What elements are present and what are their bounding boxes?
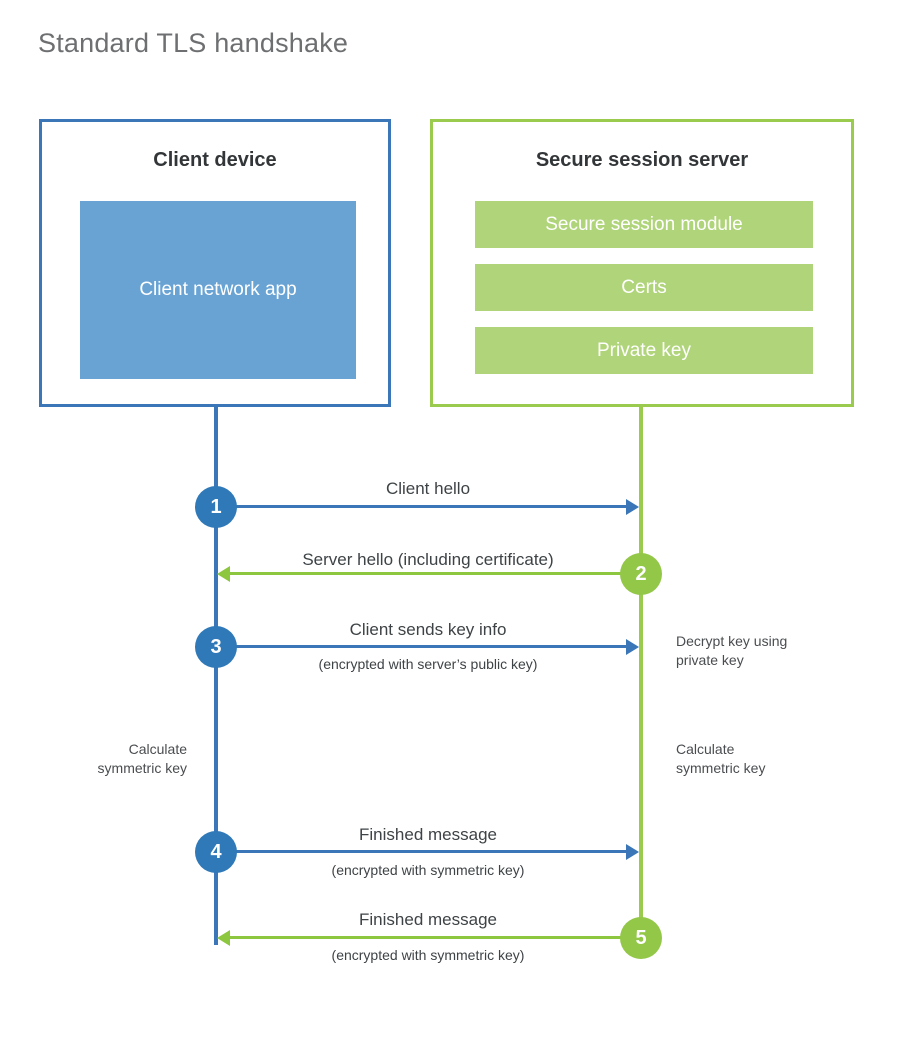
step-5-sublabel: (encrypted with symmetric key): [331, 947, 525, 963]
arrow-head-step-3: [626, 639, 639, 655]
arrow-head-step-1: [626, 499, 639, 515]
step-circle-3[interactable]: 3: [195, 626, 237, 668]
client-device-box: Client device Client network app: [39, 119, 391, 407]
secure-session-server-title: Secure session server: [535, 149, 749, 171]
client-device-title: Client device: [153, 149, 277, 171]
step-circle-1[interactable]: 1: [195, 486, 237, 528]
arrow-line-step-2: [230, 572, 640, 575]
step-circle-2[interactable]: 2: [620, 553, 662, 595]
step-4-sublabel: (encrypted with symmetric key): [331, 862, 525, 878]
server-lifeline: [639, 405, 643, 940]
note-server-calculate-symmetric-key: Calculate symmetric key: [676, 741, 766, 776]
arrow-line-step-4: [216, 850, 626, 853]
arrow-head-step-2: [217, 566, 230, 582]
step-circle-5[interactable]: 5: [620, 917, 662, 959]
page-title: Standard TLS handshake: [38, 28, 349, 58]
arrow-head-step-4: [626, 844, 639, 860]
note-client-calculate-symmetric-key: Calculate symmetric key: [97, 741, 187, 776]
arrow-head-step-5: [217, 930, 230, 946]
arrow-line-step-1: [216, 505, 626, 508]
secure-session-server-box: Secure session server Secure session mod…: [430, 119, 854, 407]
step-3-sublabel: (encrypted with server’s public key): [318, 656, 538, 672]
step-2-label: Server hello (including certificate): [302, 550, 554, 569]
step-4-label: Finished message: [359, 825, 497, 844]
step-3-label: Client sends key info: [349, 620, 507, 639]
arrow-line-step-3: [216, 645, 626, 648]
client-lifeline: [214, 405, 218, 945]
server-bar-secure-session-module: Secure session module: [475, 201, 813, 248]
step-circle-4[interactable]: 4: [195, 831, 237, 873]
server-bar-private-key: Private key: [475, 327, 813, 374]
arrow-line-step-5: [230, 936, 640, 939]
step-1-label: Client hello: [385, 479, 471, 498]
client-network-app-block: Client network app: [80, 201, 356, 379]
server-bar-certs: Certs: [475, 264, 813, 311]
step-5-label: Finished message: [359, 910, 497, 929]
note-server-decrypt: Decrypt key using private key: [676, 633, 788, 668]
